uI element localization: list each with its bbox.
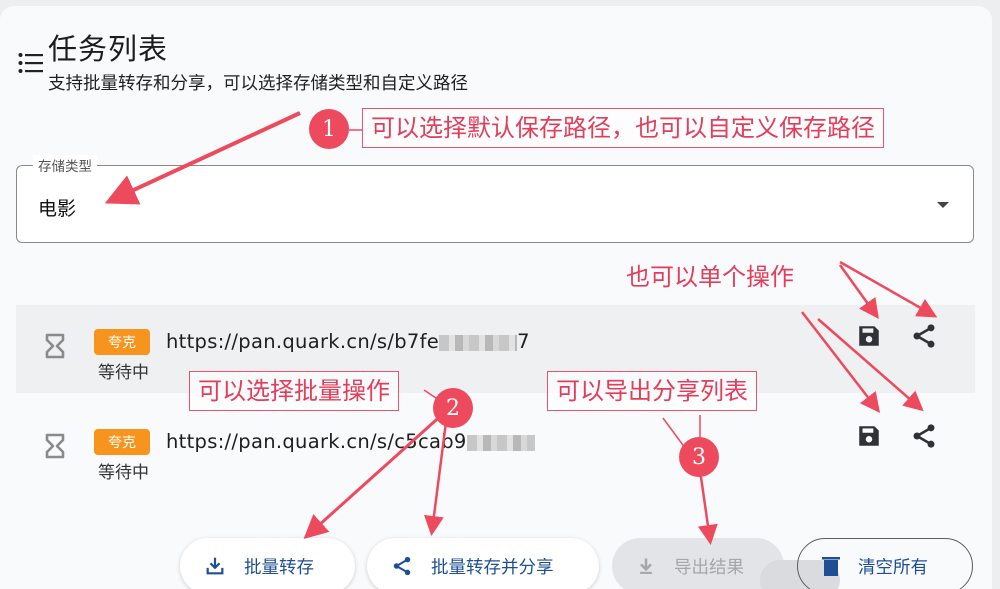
share-icon: [913, 324, 935, 348]
task-list-card: [0, 6, 992, 589]
annotation-step-2: 2: [433, 388, 473, 428]
download-icon: [206, 557, 224, 575]
page-title: 任务列表: [48, 32, 169, 66]
dropdown-caret-icon[interactable]: [937, 202, 949, 208]
share-url[interactable]: https://pan.quark.cn/s/c5cab9: [166, 430, 535, 453]
share-icon: [393, 556, 411, 576]
hourglass-icon: [45, 433, 65, 459]
page-subtitle: 支持批量转存和分享，可以选择存储类型和自定义路径: [48, 74, 468, 94]
batch-save-share-button[interactable]: 批量转存并分享: [367, 538, 599, 589]
save-button[interactable]: [854, 321, 884, 351]
blurred-url-segment: [466, 434, 535, 451]
annotation-single-op: 也可以单个操作: [626, 263, 794, 291]
storage-type-select[interactable]: 存储类型 电影: [16, 155, 974, 243]
share-button[interactable]: [909, 321, 939, 351]
annotation-step-1: 1: [309, 109, 349, 149]
annotation-text-3: 可以导出分享列表: [547, 371, 757, 411]
blurred-url-segment: [439, 334, 518, 351]
save-icon: [859, 426, 879, 446]
share-icon: [913, 424, 935, 448]
share-button[interactable]: [909, 421, 939, 451]
storage-type-label: 存储类型: [33, 155, 97, 175]
task-status: 等待中: [98, 463, 149, 483]
annotation-step-3: 3: [679, 437, 719, 477]
storage-type-value: 电影: [38, 198, 77, 220]
annotation-text-2: 可以选择批量操作: [189, 371, 399, 411]
batch-save-button[interactable]: 批量转存: [180, 538, 355, 589]
hourglass-icon: [45, 333, 65, 359]
save-icon: [859, 326, 879, 346]
provider-badge: 夸克: [94, 429, 150, 455]
export-results-button[interactable]: 导出结果: [612, 538, 784, 589]
save-button[interactable]: [854, 421, 884, 451]
clear-all-button[interactable]: 清空所有: [797, 538, 973, 589]
list-icon: [18, 53, 43, 73]
annotation-text-1: 可以选择默认保存路径，也可以自定义保存路径: [362, 108, 884, 148]
provider-badge: 夸克: [94, 329, 150, 355]
download-arrow-icon: [640, 558, 652, 574]
trash-icon: [822, 557, 840, 576]
task-status: 等待中: [98, 363, 149, 383]
task-row: 夸克 https://pan.quark.cn/s/c5cab9 等待中: [16, 405, 975, 493]
